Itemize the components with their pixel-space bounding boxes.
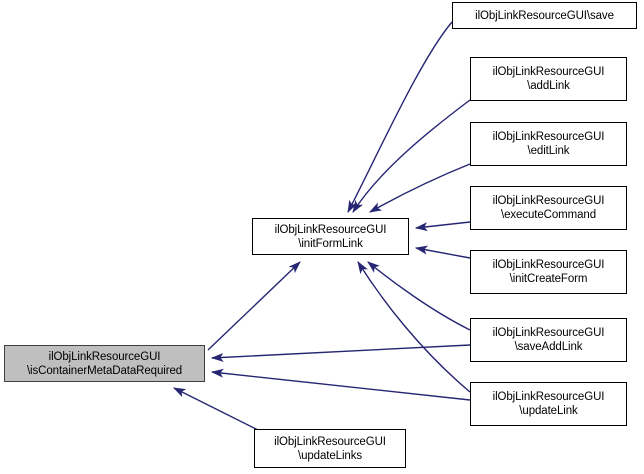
edge-updateLink-to-initFormLink: [357, 261, 471, 393]
node-label: ilObjLinkResourceGUI \saveAddLink: [492, 327, 605, 353]
node-label: ilObjLinkResourceGUI \addLink: [492, 66, 605, 92]
node-init-form-link[interactable]: ilObjLinkResourceGUI \initFormLink: [252, 218, 409, 255]
edge-updateLink-to-isContainerMetaDataRequired: [210, 368, 471, 401]
node-add-link[interactable]: ilObjLinkResourceGUI \addLink: [470, 57, 627, 101]
edge-editLink-to-initFormLink: [369, 163, 471, 213]
edge-save-to-initFormLink: [347, 21, 453, 213]
node-save[interactable]: ilObjLinkResourceGUI\save: [452, 2, 637, 29]
edge-isContainerMetaDataRequired-to-initFormLink: [207, 261, 301, 351]
edge-initCreateForm-to-initFormLink: [414, 245, 471, 259]
node-is-container-meta-data-required[interactable]: ilObjLinkResourceGUI \isContainerMetaDat…: [4, 345, 205, 382]
node-label: ilObjLinkResourceGUI \isContainerMetaDat…: [26, 350, 183, 377]
node-label: ilObjLinkResourceGUI \initCreateForm: [492, 259, 605, 285]
edge-saveAddLink-to-isContainerMetaDataRequired: [210, 344, 471, 362]
edge-executeCommand-to-initFormLink: [414, 221, 471, 232]
node-execute-command[interactable]: ilObjLinkResourceGUI \executeCommand: [470, 186, 627, 230]
edge-addLink-to-initFormLink: [352, 99, 471, 213]
node-init-create-form[interactable]: ilObjLinkResourceGUI \initCreateForm: [470, 250, 627, 294]
node-save-add-link[interactable]: ilObjLinkResourceGUI \saveAddLink: [470, 318, 627, 362]
node-label: ilObjLinkResourceGUI \initFormLink: [274, 223, 387, 250]
edge-saveAddLink-to-initFormLink: [367, 261, 471, 331]
edge-updateLinks-to-isContainerMetaDataRequired: [172, 387, 259, 431]
node-label: ilObjLinkResourceGUI \updateLink: [492, 391, 605, 417]
node-update-links[interactable]: ilObjLinkResourceGUI \updateLinks: [254, 429, 406, 468]
node-label: ilObjLinkResourceGUI\save: [475, 9, 614, 22]
node-label: ilObjLinkResourceGUI \executeCommand: [492, 195, 605, 221]
node-label: ilObjLinkResourceGUI \editLink: [492, 131, 605, 157]
edges-group: [172, 21, 471, 431]
node-update-link[interactable]: ilObjLinkResourceGUI \updateLink: [470, 382, 627, 426]
node-label: ilObjLinkResourceGUI \updateLinks: [274, 435, 386, 462]
node-edit-link[interactable]: ilObjLinkResourceGUI \editLink: [470, 122, 627, 166]
